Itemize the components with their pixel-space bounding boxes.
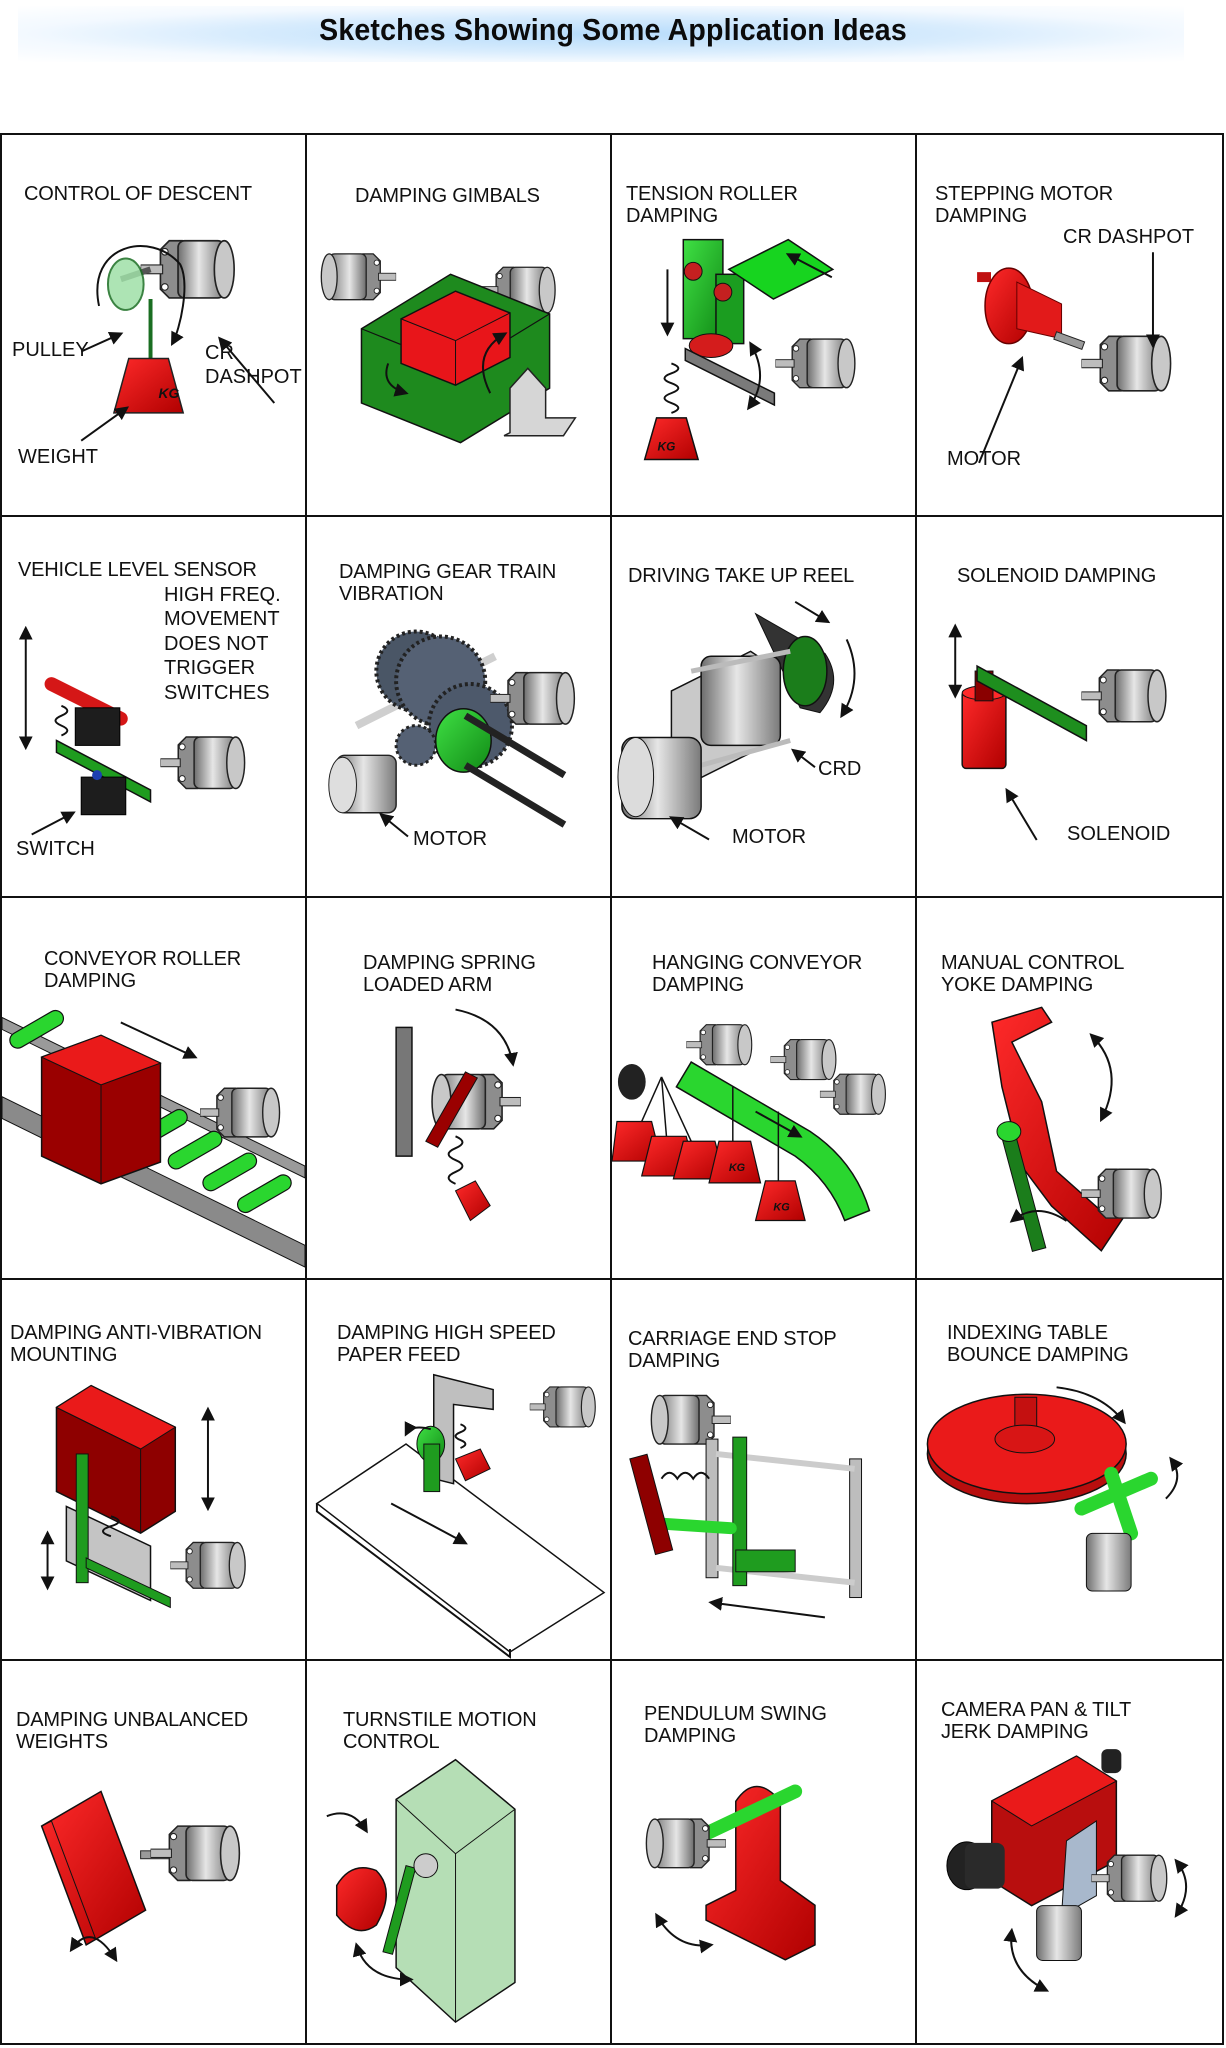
label-motor: MOTOR: [413, 827, 488, 850]
conveyor-roller-sketch: [2, 1010, 305, 1268]
control-yoke-sketch: [991, 1006, 1162, 1253]
cell-title: CONVEYOR ROLLER DAMPING: [44, 948, 242, 993]
take-up-reel-sketch: [617, 600, 856, 840]
cell-title: MANUAL CONTROL YOKE DAMPING: [941, 952, 1125, 997]
cell-title: DAMPING UNBALANCED WEIGHTS: [16, 1709, 248, 1754]
label-switch: SWITCH: [16, 837, 95, 860]
pendulum-swing-sketch: [645, 1784, 816, 1961]
cell-title: TENSION ROLLER DAMPING: [626, 183, 798, 227]
turnstile-sketch: [326, 1759, 516, 2024]
cell-manual-control-yoke-damping: MANUAL CONTROL YOKE DAMPING: [917, 898, 1222, 1280]
carriage-end-stop-sketch: [629, 1394, 863, 1619]
cell-title: HANGING CONVEYOR DAMPING: [652, 952, 863, 997]
cell-driving-take-up-reel: DRIVING TAKE UP REEL CRD MOTOR: [612, 516, 917, 899]
cell-title: DAMPING GIMBALS: [355, 185, 540, 207]
cell-turnstile-motion-control: TURNSTILE MOTION CONTROL: [307, 1661, 612, 2043]
label-motor: MOTOR: [947, 448, 1022, 470]
cell-conveyor-roller-damping: CONVEYOR ROLLER DAMPING: [2, 898, 307, 1280]
cell-solenoid-damping: SOLENOID DAMPING SOLENOID: [917, 517, 1222, 899]
cell-title: DAMPING SPRING LOADED ARM: [363, 952, 536, 997]
vehicle-level-sensor-sketch: [18, 625, 246, 836]
unbalanced-weights-sketch: [40, 1790, 241, 1963]
kg-badge: KG: [158, 385, 179, 401]
cell-damping-spring-loaded-arm: DAMPING SPRING LOADED ARM: [307, 898, 612, 1280]
control-of-descent-sketch: KG: [80, 239, 276, 442]
label-solenoid: SOLENOID: [1067, 822, 1171, 845]
cell-stepping-motor-damping: STEPPING MOTOR DAMPING CR DASHPOT MOTOR: [917, 135, 1222, 517]
svg-text:KG: KG: [773, 1202, 790, 1214]
indexing-table-sketch: [926, 1386, 1184, 1592]
application-grid: CONTROL OF DESCENT KG PULLEY CR DASHPOT …: [0, 133, 1224, 2045]
label-high-freq-note: HIGH FREQ. MOVEMENT DOES NOT TRIGGER SWI…: [164, 583, 281, 704]
cell-title: PENDULUM SWING DAMPING: [644, 1703, 827, 1748]
anti-vibration-sketch: [40, 1384, 246, 1609]
damping-gimbals-sketch: [320, 253, 577, 444]
cell-damping-gear-train: DAMPING GEAR TRAIN VIBRATION MOTOR: [307, 516, 612, 899]
label-cr-dashpot: CR DASHPOT: [1063, 226, 1195, 248]
cell-camera-pan-tilt-jerk-damping: CAMERA PAN & TILT JERK DAMPING: [917, 1661, 1222, 2043]
cell-title: DAMPING GEAR TRAIN VIBRATION: [339, 560, 557, 605]
label-cr-dashpot: CR DASHPOT: [205, 342, 302, 388]
cell-high-speed-paper-feed: DAMPING HIGH SPEED PAPER FEED: [307, 1279, 612, 1662]
cell-anti-vibration-mounting: DAMPING ANTI-VIBRATION MOUNTING: [2, 1279, 307, 1662]
cell-control-of-descent: CONTROL OF DESCENT KG PULLEY CR DASHPOT …: [2, 135, 307, 517]
cell-title: CONTROL OF DESCENT: [24, 183, 252, 205]
cell-title: TURNSTILE MOTION CONTROL: [343, 1709, 537, 1754]
paper-feed-sketch: [315, 1373, 606, 1659]
hanging-conveyor-sketch: KG KG: [612, 1024, 887, 1222]
camera-pan-tilt-sketch: [946, 1749, 1189, 1992]
cell-carriage-end-stop-damping: CARRIAGE END STOP DAMPING: [612, 1279, 917, 1662]
cell-title: INDEXING TABLE BOUNCE DAMPING: [947, 1321, 1129, 1366]
cell-title: DAMPING HIGH SPEED PAPER FEED: [337, 1321, 556, 1366]
solenoid-sketch: [948, 623, 1167, 841]
cell-hanging-conveyor-damping: HANGING CONVEYOR DAMPING KG KG: [612, 898, 917, 1280]
cell-tension-roller-damping: TENSION ROLLER DAMPING KG: [612, 135, 917, 517]
label-crd: CRD: [818, 757, 862, 780]
svg-text:KG: KG: [729, 1162, 746, 1174]
cell-indexing-table-bounce-damping: INDEXING TABLE BOUNCE DAMPING: [917, 1280, 1222, 1662]
tension-roller-sketch: KG: [643, 238, 856, 461]
svg-text:KG: KG: [658, 440, 676, 454]
cell-title: CARRIAGE END STOP DAMPING: [628, 1327, 837, 1372]
cell-damping-unbalanced-weights: DAMPING UNBALANCED WEIGHTS: [2, 1661, 307, 2043]
label-motor: MOTOR: [732, 825, 807, 848]
page-title: Sketches Showing Some Application Ideas: [319, 12, 907, 47]
cell-title: STEPPING MOTOR DAMPING: [935, 183, 1113, 227]
cell-title: DAMPING ANTI-VIBRATION MOUNTING: [10, 1321, 262, 1366]
gear-train-sketch: [328, 629, 576, 837]
stepping-motor-sketch: [977, 252, 1172, 464]
cell-vehicle-level-sensor: VEHICLE LEVEL SENSOR HIGH FREQ. MOVEMENT…: [2, 516, 307, 899]
cell-title: DRIVING TAKE UP REEL: [628, 564, 855, 587]
spring-loaded-arm-sketch: [395, 1008, 521, 1222]
title-glow: [18, 6, 1184, 62]
label-weight: WEIGHT: [18, 446, 98, 468]
cell-pendulum-swing-damping: PENDULUM SWING DAMPING: [612, 1661, 917, 2043]
cell-title: VEHICLE LEVEL SENSOR: [18, 558, 257, 581]
cell-damping-gimbals: DAMPING GIMBALS: [307, 135, 612, 517]
cell-title: CAMERA PAN & TILT JERK DAMPING: [941, 1699, 1131, 1744]
cell-title: SOLENOID DAMPING: [957, 564, 1157, 587]
label-pulley: PULLEY: [12, 339, 89, 361]
